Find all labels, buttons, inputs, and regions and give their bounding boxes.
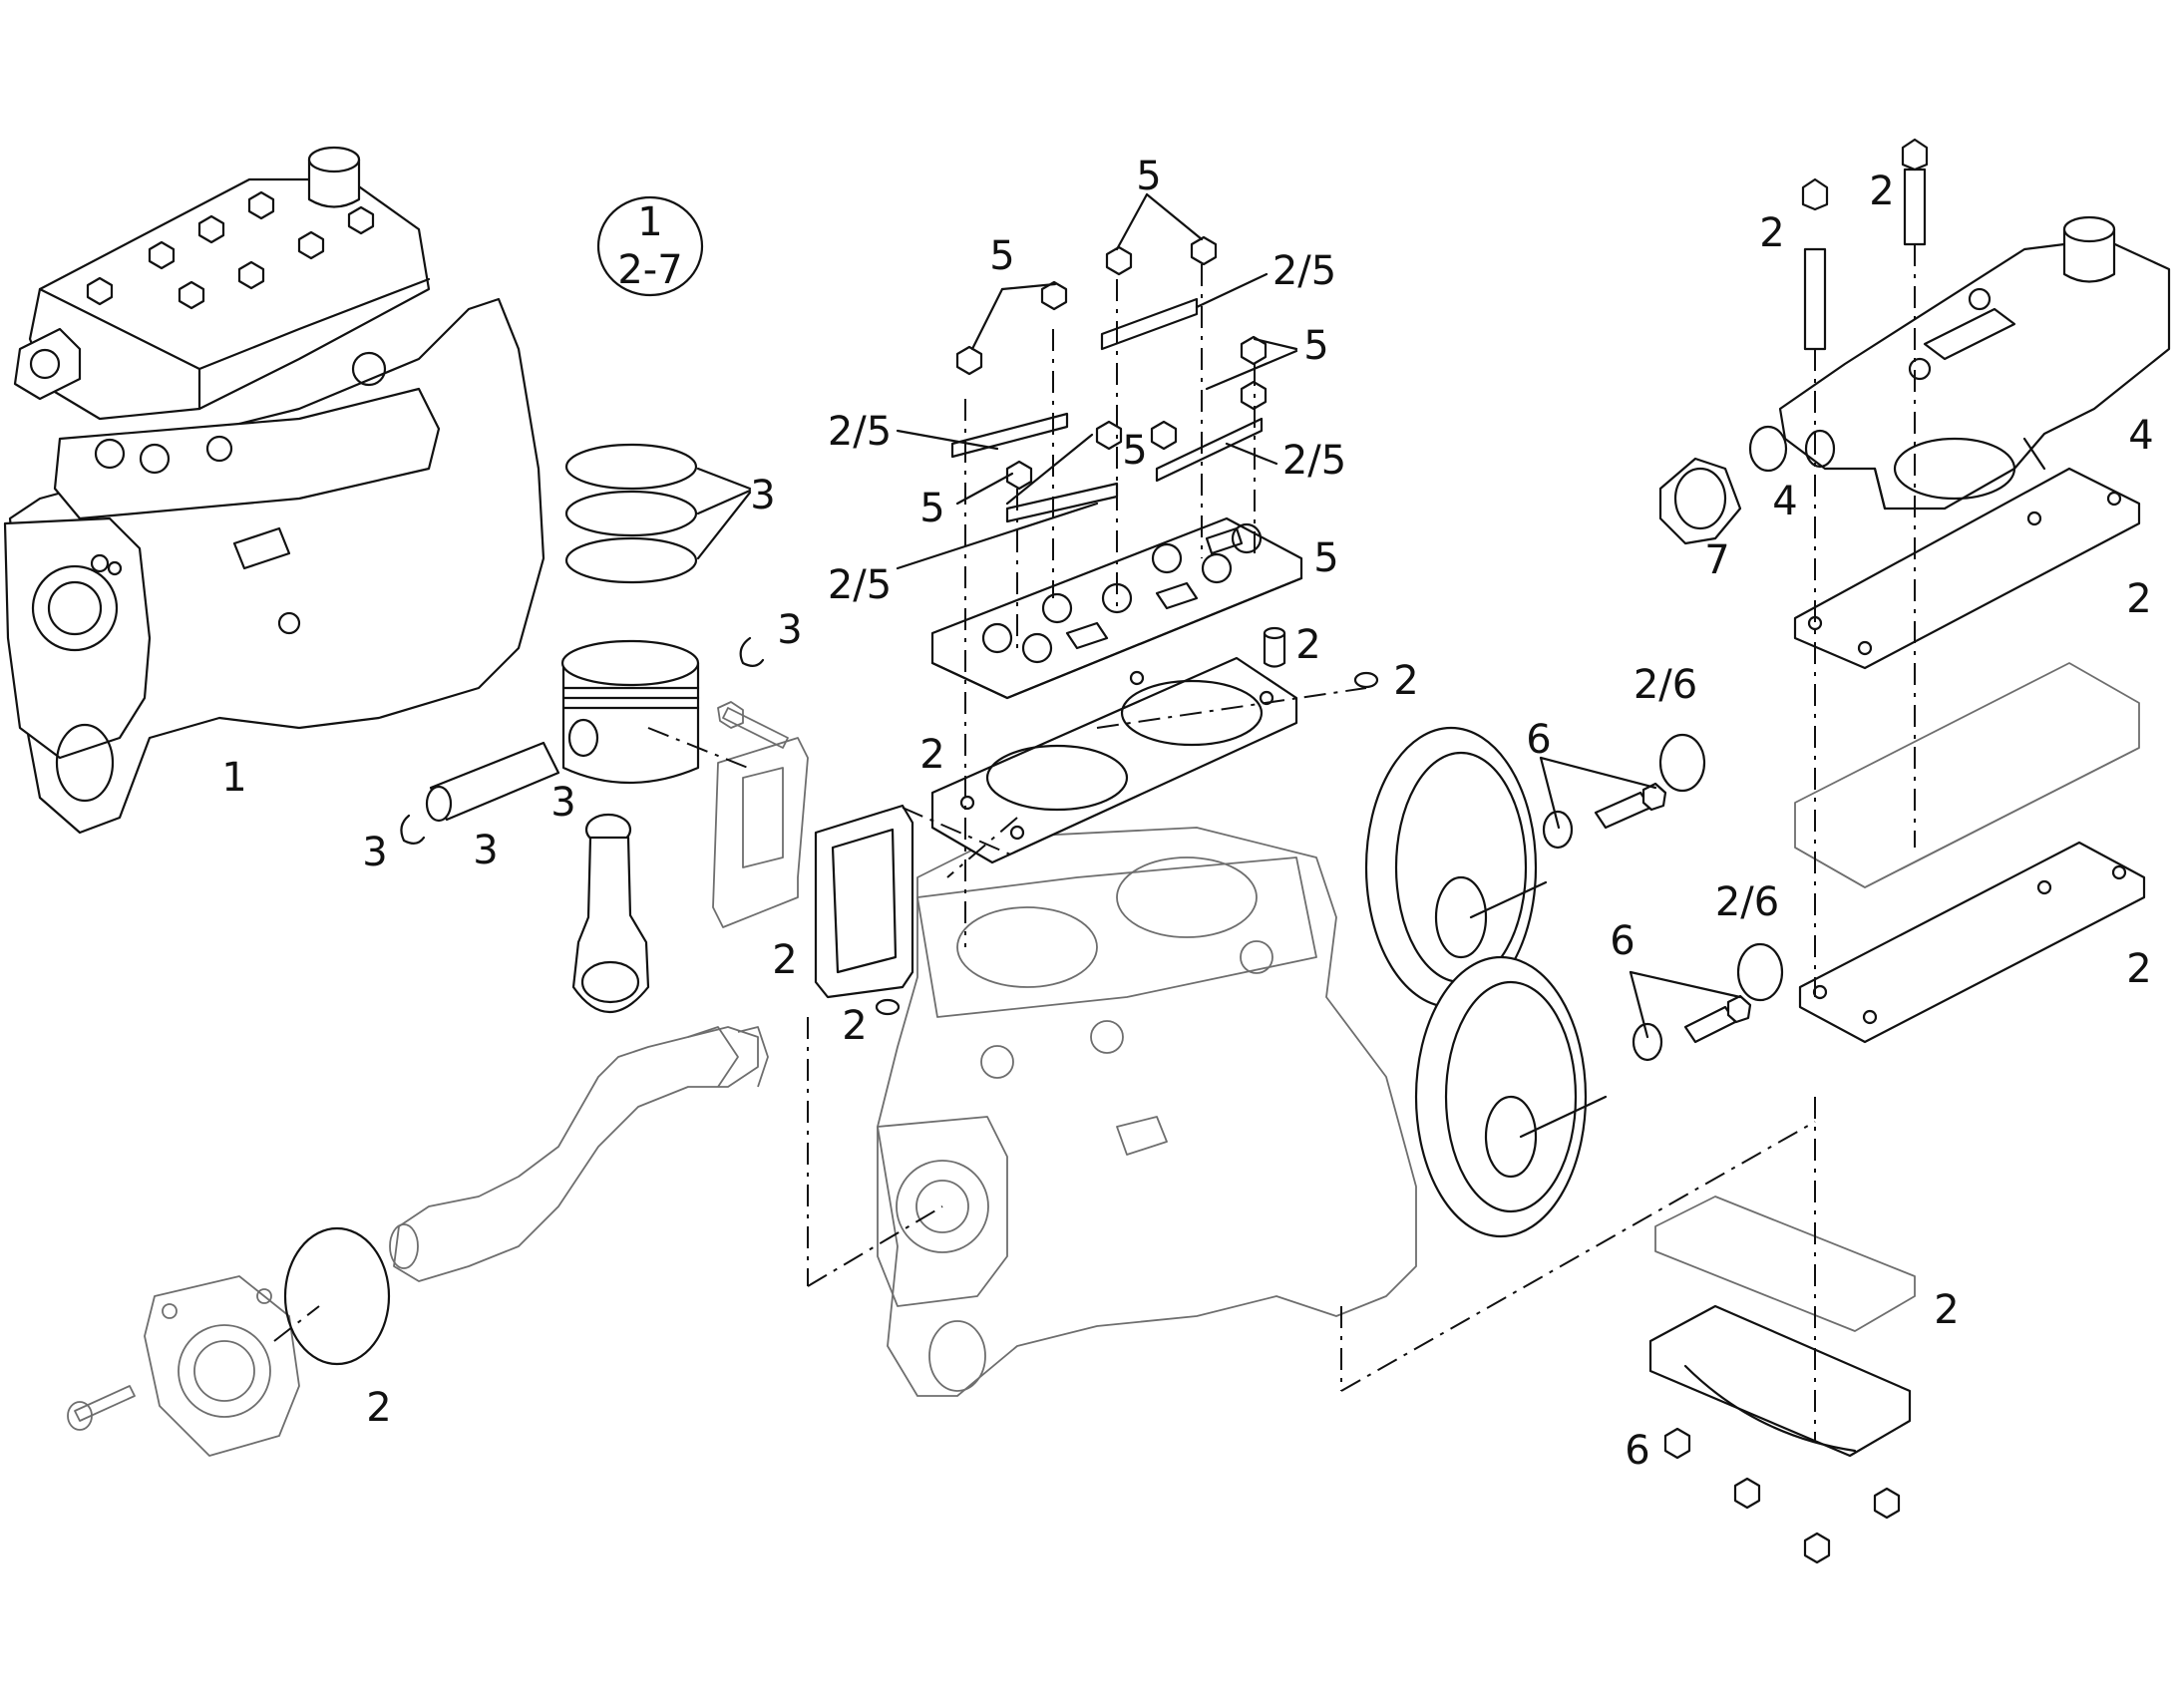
callout-pin: 3 <box>473 828 498 873</box>
valve-plate-light <box>1794 662 2140 888</box>
cylinder-head <box>1778 215 2171 511</box>
callout-valve-plate-studs: 5 <box>1313 535 1338 581</box>
callout-piston: 3 <box>550 780 575 826</box>
crankshaft <box>389 1026 769 1282</box>
callout-valve-fixings-top-right: 5 <box>1303 323 1328 369</box>
callout-cover-gasket: 2 <box>1934 1287 1959 1333</box>
callout-valve-fixings-top-center: 5 <box>1136 154 1161 199</box>
fitting <box>1658 457 1742 545</box>
oring-small-bottom <box>875 998 901 1016</box>
cover-bolts <box>1663 1427 1901 1564</box>
callout-gear-fixing-upper: 6 <box>1526 717 1551 763</box>
front-flange <box>144 1275 300 1457</box>
main-pump-assembly <box>3 146 545 835</box>
bolt-side <box>717 701 789 749</box>
callout-circlip-right: 3 <box>777 607 802 653</box>
main-pump-bolts <box>86 190 375 310</box>
flange-screw <box>67 1385 136 1431</box>
callout-valve-plate-top-center: 2/5 <box>1272 248 1336 294</box>
callout-valve-plate-right: 2/5 <box>1282 438 1346 484</box>
head-gasket-upper <box>1793 467 2141 670</box>
cover-gasket <box>1654 1196 1916 1332</box>
callout-piston-rings: 3 <box>750 473 775 518</box>
callout-side-gasket: 2 <box>772 937 797 983</box>
callout-valve-plate-left-lower: 2/5 <box>828 562 892 608</box>
callout-washer: 4 <box>1772 479 1797 524</box>
group-marker: 1 2-7 <box>596 195 704 297</box>
oring-small-top <box>1353 671 1379 689</box>
side-cover-plate <box>712 737 809 928</box>
gear-lower <box>1414 955 1608 1238</box>
callout-circlip-left: 3 <box>362 830 387 875</box>
callout-seal-lower: 2/6 <box>1715 879 1779 925</box>
callout-oring-small-bottom: 2 <box>842 1003 867 1049</box>
callout-main-pump: 1 <box>221 755 246 801</box>
flange-oring <box>283 1226 391 1366</box>
callout-valve-fixings-left: 5 <box>919 486 944 531</box>
callout-cover-bolts: 6 <box>1625 1428 1649 1474</box>
callout-seal-upper: 2/6 <box>1634 662 1697 708</box>
callout-head-gasket-lower: 2 <box>2126 946 2151 992</box>
valve-studs <box>955 235 1268 491</box>
circlip-left <box>400 814 426 845</box>
connecting-rod <box>571 813 650 1013</box>
assembly-lines <box>273 244 1916 1441</box>
valve-spring-plates <box>950 297 1264 523</box>
dowel <box>1263 626 1286 668</box>
crankcase <box>877 827 1417 1397</box>
callout-flange-oring: 2 <box>366 1385 391 1431</box>
leader-lines <box>896 192 1742 1039</box>
callout-head-bolt-right: 2 <box>1869 169 1894 214</box>
valve-plate <box>930 516 1303 700</box>
washer <box>1748 425 1788 473</box>
callout-dowel: 2 <box>1295 622 1320 668</box>
oil-cover <box>1648 1304 1912 1458</box>
callout-valve-stud-mid: 5 <box>1122 428 1147 474</box>
group-marker-line2: 2-7 <box>617 247 682 293</box>
head-gasket <box>930 656 1298 864</box>
piston-rings <box>564 443 752 584</box>
head-bolts <box>1801 138 1929 351</box>
piston-pin <box>425 741 560 823</box>
circlip-right <box>739 636 765 667</box>
gear-fixings <box>1542 733 1784 1062</box>
gear-upper <box>1364 726 1548 1009</box>
head-gasket-lower <box>1798 841 2146 1044</box>
group-marker-line1: 1 <box>637 199 662 245</box>
piston <box>560 639 700 785</box>
side-gasket <box>814 804 914 999</box>
callout-valve-fixings-top-left: 5 <box>989 233 1014 279</box>
callout-oring-small-top: 2 <box>1393 658 1418 704</box>
callout-gear-fixing-lower: 6 <box>1610 918 1635 964</box>
callout-fitting: 7 <box>1704 537 1729 583</box>
callout-valve-plate-left: 2/5 <box>828 409 892 455</box>
callout-head-bolt-left: 2 <box>1759 210 1784 256</box>
callout-labels: 1 3 3 3 3 3 5 5 2/5 5 2/5 5 2/5 5 2/5 5 … <box>221 154 2153 1474</box>
callout-head-gasket: 2 <box>919 732 944 778</box>
callout-head-gasket-upper: 2 <box>2126 576 2151 622</box>
callout-cylinder-head: 4 <box>2128 413 2153 459</box>
